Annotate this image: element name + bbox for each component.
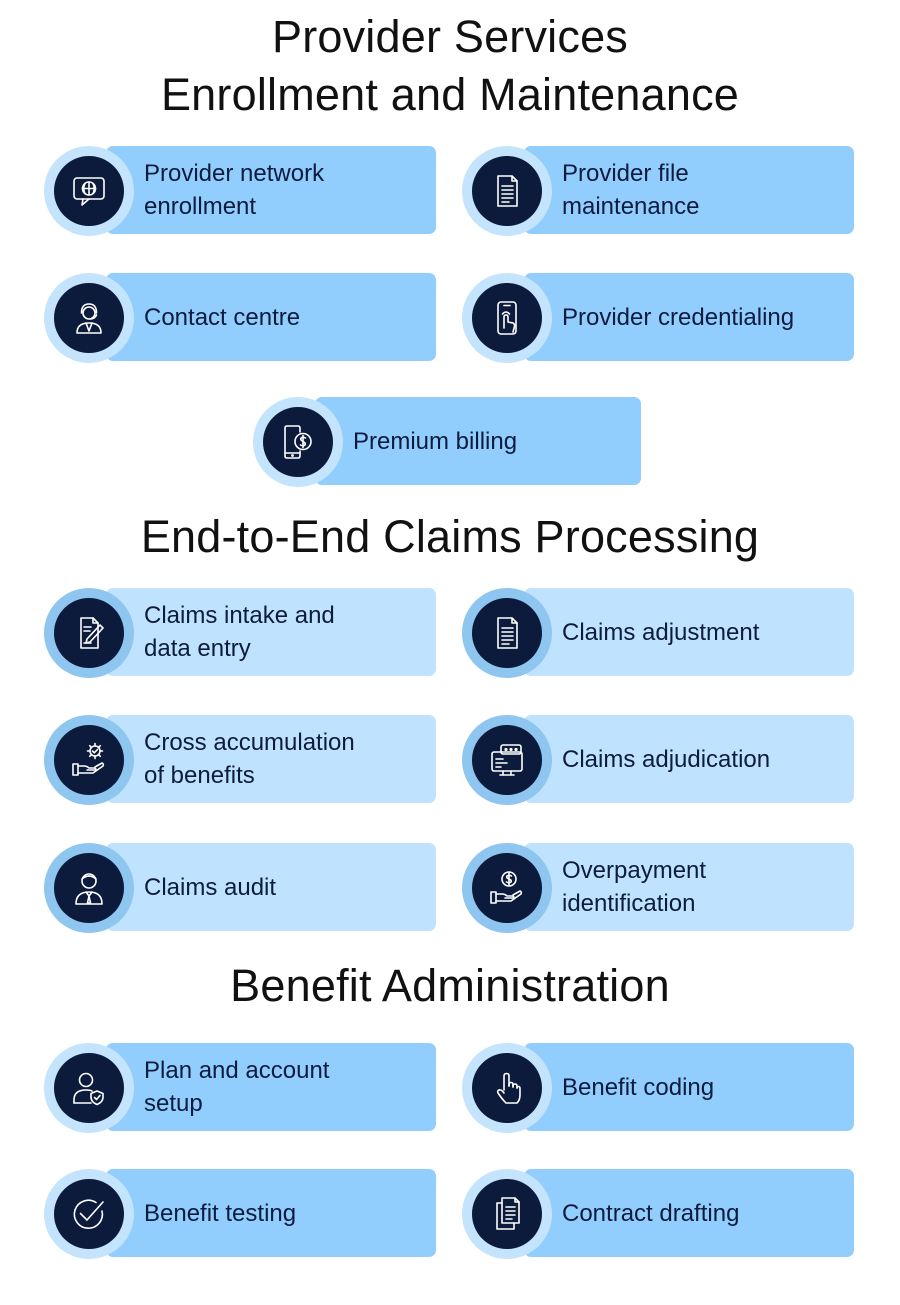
card-label: Overpayment identification bbox=[562, 857, 707, 917]
service-card-provider-file-maintenance: Provider file maintenance bbox=[462, 146, 854, 236]
card-label: Claims audit bbox=[144, 873, 277, 901]
hand-dollar-icon bbox=[472, 853, 542, 923]
card-background bbox=[524, 588, 854, 676]
service-card-contract-drafting: Contract drafting bbox=[462, 1169, 854, 1259]
card-background bbox=[524, 146, 854, 234]
service-card-provider-network-enrollment: Provider network enrollment bbox=[44, 146, 436, 236]
service-card-benefit-testing: Benefit testing bbox=[44, 1169, 436, 1259]
service-card-overpayment-identification: Overpayment identification bbox=[462, 843, 854, 933]
icon-halo bbox=[44, 146, 134, 236]
section-title-line: Provider Services bbox=[271, 11, 629, 62]
service-card-plan-account-setup: Plan and account setup bbox=[44, 1043, 436, 1133]
icon-halo bbox=[462, 146, 552, 236]
mobile-dollar-icon bbox=[263, 407, 333, 477]
card-label: Cross accumulation of benefits bbox=[144, 729, 355, 789]
document-icon bbox=[472, 156, 542, 226]
section-title-provider-services: Provider Services Enrollment and Mainten… bbox=[0, 8, 900, 124]
monitor-chat-icon bbox=[472, 725, 542, 795]
service-card-claims-intake: Claims intake and data entry bbox=[44, 588, 436, 678]
card-background bbox=[524, 715, 854, 803]
icon-halo bbox=[44, 588, 134, 678]
card-background bbox=[524, 1043, 854, 1131]
card-label: Contact centre bbox=[144, 303, 301, 331]
card-label: Contract drafting bbox=[562, 1199, 740, 1227]
icon-halo bbox=[44, 1043, 134, 1133]
icon-halo bbox=[253, 397, 343, 487]
icon-halo bbox=[462, 1043, 552, 1133]
headset-agent-icon bbox=[54, 283, 124, 353]
card-background bbox=[106, 1043, 436, 1131]
section-title-line: Benefit Administration bbox=[230, 960, 670, 1011]
card-background bbox=[315, 397, 641, 485]
card-background bbox=[524, 843, 854, 931]
globe-chat-icon bbox=[54, 156, 124, 226]
service-card-benefit-coding: Benefit coding bbox=[462, 1043, 854, 1133]
icon-halo bbox=[462, 715, 552, 805]
documents-icon bbox=[472, 1179, 542, 1249]
icon-halo bbox=[44, 1169, 134, 1259]
card-label: Claims intake and data entry bbox=[144, 602, 335, 662]
icon-halo bbox=[44, 843, 134, 933]
card-label: Plan and account setup bbox=[144, 1057, 330, 1117]
checkmark-circle-icon bbox=[54, 1179, 124, 1249]
card-label: Benefit coding bbox=[562, 1073, 715, 1101]
card-label: Benefit testing bbox=[144, 1199, 297, 1227]
icon-halo bbox=[462, 588, 552, 678]
icon-halo bbox=[44, 715, 134, 805]
card-label: Claims adjudication bbox=[562, 745, 771, 773]
form-pen-icon bbox=[54, 598, 124, 668]
card-background bbox=[106, 588, 436, 676]
card-background bbox=[106, 146, 436, 234]
icon-halo bbox=[462, 1169, 552, 1259]
card-background bbox=[106, 843, 436, 931]
businessman-icon bbox=[54, 853, 124, 923]
icon-halo bbox=[44, 273, 134, 363]
section-title-claims-processing: End-to-End Claims Processing bbox=[0, 508, 900, 566]
service-card-contact-centre: Contact centre bbox=[44, 273, 436, 363]
pointer-hand-icon bbox=[472, 1053, 542, 1123]
card-background bbox=[106, 273, 436, 361]
user-shield-icon bbox=[54, 1053, 124, 1123]
service-card-cross-accumulation: Cross accumulation of benefits bbox=[44, 715, 436, 805]
card-background bbox=[106, 1169, 436, 1257]
icon-halo bbox=[462, 273, 552, 363]
document-icon bbox=[472, 598, 542, 668]
service-card-claims-audit: Claims audit bbox=[44, 843, 436, 933]
section-title-benefit-administration: Benefit Administration bbox=[0, 957, 900, 1015]
card-label: Provider credentialing bbox=[562, 303, 795, 331]
phone-touch-icon bbox=[472, 283, 542, 353]
service-card-premium-billing: Premium billing bbox=[253, 397, 645, 487]
card-label: Claims adjustment bbox=[562, 618, 760, 646]
card-label: Provider file maintenance bbox=[562, 160, 700, 220]
card-label: Premium billing bbox=[353, 427, 518, 455]
card-background bbox=[524, 1169, 854, 1257]
card-background bbox=[524, 273, 854, 361]
card-background bbox=[106, 715, 436, 803]
icon-halo bbox=[462, 843, 552, 933]
hand-gear-icon bbox=[54, 725, 124, 795]
section-title-line: Enrollment and Maintenance bbox=[160, 69, 740, 120]
service-card-claims-adjudication: Claims adjudication bbox=[462, 715, 854, 805]
card-label: Provider network enrollment bbox=[144, 160, 325, 220]
section-title-line: End-to-End Claims Processing bbox=[140, 511, 760, 562]
service-card-claims-adjustment: Claims adjustment bbox=[462, 588, 854, 678]
service-card-provider-credentialing: Provider credentialing bbox=[462, 273, 854, 363]
